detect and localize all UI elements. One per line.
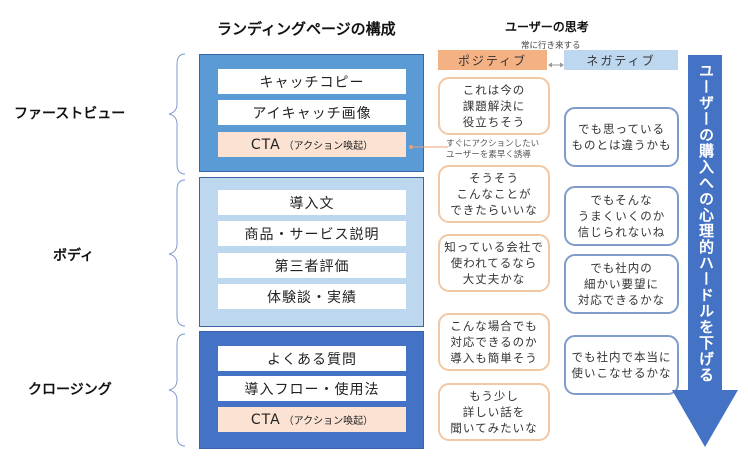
bubble-line: 細かい要望に — [584, 277, 659, 291]
bubble-line: こんなことが — [456, 187, 532, 201]
item-eyecatch-image: アイキャッチ画像 — [218, 100, 406, 125]
bubble-line: 役立ちそう — [462, 115, 526, 129]
section-firstview: キャッチコピー アイキャッチ画像 CTA（アクション喚起） — [199, 54, 424, 172]
section-closing: よくある質問 導入フロー・使用法 CTA（アクション喚起） — [199, 331, 424, 449]
item-product-description: 商品・サービス説明 — [218, 221, 406, 246]
brace-closing — [168, 333, 186, 447]
brace-firstview — [168, 53, 186, 175]
section-label-firstview: ファーストビュー — [14, 106, 126, 122]
negative-thought-bubble: でもそんな うまくいくのか 信じられないね — [564, 186, 679, 246]
bubble-line: 詳しい話を — [462, 405, 526, 419]
positive-thought-bubble: そうそう こんなことが できたらいいな — [438, 165, 550, 223]
cta-label: CTA — [250, 411, 281, 428]
bubble-line: でもそんな — [590, 193, 653, 207]
bubble-line: 対応できるかな — [577, 293, 666, 307]
bubble-line: 使いこなせるかな — [571, 366, 672, 380]
bubble-line: 使われてるなら — [450, 256, 538, 270]
bubble-line: 導入も簡単そう — [450, 351, 538, 365]
item-faq: よくある質問 — [218, 346, 406, 371]
bubble-line: 聞いてみたいな — [450, 421, 538, 435]
cta-label: CTA — [250, 136, 281, 153]
item-cta-firstview: CTA（アクション喚起） — [218, 132, 406, 157]
item-catch-copy: キャッチコピー — [218, 69, 406, 94]
bubble-line: 信じられないね — [577, 225, 666, 239]
section-label-body: ボディ — [53, 248, 95, 264]
cta-connector-line — [409, 145, 448, 149]
positive-thought-bubble: 知っている会社で 使われてるなら 大丈夫かな — [438, 234, 550, 292]
bubble-line: 課題解決に — [462, 99, 526, 113]
bubble-line: ものとは違うかも — [571, 138, 672, 152]
negative-thought-bubble: でも思っている ものとは違うかも — [564, 107, 679, 167]
lp-structure-title: ランディングページの構成 — [217, 20, 396, 38]
item-testimonials: 体験談・実績 — [218, 284, 406, 309]
down-arrow-icon — [672, 55, 738, 447]
bubble-line: うまくいくのか — [577, 209, 666, 223]
negative-thought-bubble: でも社内の 細かい要望に 対応できるかな — [564, 254, 679, 314]
bubble-line: こんな場合でも — [450, 319, 538, 333]
bubble-line: これは今の — [462, 83, 526, 97]
section-body: 導入文 商品・サービス説明 第三者評価 体験談・実績 — [199, 177, 424, 327]
positive-thought-bubble: こんな場合でも 対応できるのか 導入も簡単そう — [438, 313, 550, 371]
bubble-line: 大丈夫かな — [462, 272, 526, 286]
bubble-line: でも思っている — [578, 122, 665, 136]
bubble-line: そうそう — [469, 171, 519, 185]
toggle-note: 常に行き来する — [521, 41, 581, 51]
bubble-line: 知っている会社で — [444, 240, 544, 254]
positive-tag: ポジティブ — [438, 50, 547, 70]
user-thought-title: ユーザーの思考 — [505, 20, 589, 34]
item-cta-closing: CTA（アクション喚起） — [218, 407, 406, 432]
bubble-line: もう少し — [469, 389, 519, 403]
cta-note-line2: ユーザーを素早く誘導 — [446, 150, 531, 160]
negative-thought-bubble: でも社内で本当に 使いこなせるかな — [564, 335, 679, 395]
bidirectional-arrow-icon — [548, 55, 564, 68]
item-intro: 導入文 — [218, 190, 406, 215]
cta-sub-label: （アクション喚起） — [283, 141, 374, 152]
bubble-line: でも社内で本当に — [571, 350, 672, 364]
bubble-line: でも社内の — [590, 261, 653, 275]
positive-thought-bubble: もう少し 詳しい話を 聞いてみたいな — [438, 383, 550, 441]
cta-note-line1: すぐにアクションしたい — [446, 139, 540, 149]
cta-sub-label: （アクション喚起） — [283, 416, 374, 427]
section-braces — [168, 53, 186, 447]
negative-tag: ネガティブ — [564, 50, 678, 70]
item-intro-flow: 導入フロー・使用法 — [218, 376, 406, 401]
section-label-closing: クロージング — [28, 382, 112, 398]
cta-note: すぐにアクションしたい ユーザーを素早く誘導 — [446, 139, 539, 161]
brace-body — [168, 179, 186, 327]
arrow-caption: ユーザーの購入への心理的ハードルを下げる — [697, 63, 715, 383]
bubble-line: 対応できるのか — [450, 335, 538, 349]
bubble-line: できたらいいな — [450, 203, 538, 217]
positive-thought-bubble: これは今の 課題解決に 役立ちそう — [438, 77, 550, 135]
item-third-party-review: 第三者評価 — [218, 253, 406, 278]
